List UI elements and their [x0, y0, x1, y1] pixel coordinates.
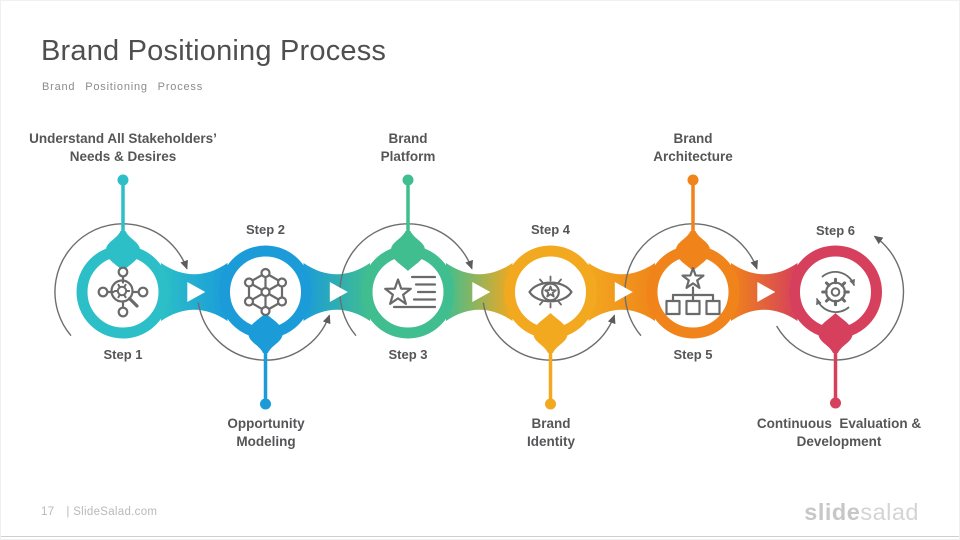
step-5-cycle-arrow [624, 223, 758, 337]
slide-bottom-border [1, 535, 959, 537]
logo-part-2: salad [860, 499, 919, 525]
step-1-cycle-arrow [54, 223, 188, 337]
step-6-cycle-arrow [775, 235, 905, 361]
play-arrow-icon [472, 282, 491, 302]
step-6-label: Continuous Evaluation &Development [756, 416, 922, 449]
step-3-drop [391, 231, 425, 271]
research-magnifier-gear-icon [97, 266, 149, 318]
step-4-dot [545, 398, 556, 410]
step-5-number: Step 5 [673, 347, 713, 362]
footer-site-text: | SlideSalad.com [66, 506, 158, 518]
page-number: 17 [41, 506, 55, 518]
step-5-dot [687, 174, 699, 186]
step-5-drop [676, 231, 710, 271]
play-arrow-icon [614, 282, 633, 302]
step-2-dot [260, 398, 271, 410]
star-list-icon [384, 275, 437, 309]
network-nodes-icon [243, 267, 288, 317]
step-rings-group [76, 245, 882, 339]
step-2-number: Step 2 [245, 222, 285, 237]
step-6-dot [830, 397, 841, 409]
step-1-number: Step 1 [103, 347, 143, 362]
step-3-cycle-arrow [339, 223, 473, 337]
play-arrow-icon [187, 282, 206, 302]
page-title: Brand Positioning Process [41, 35, 387, 67]
play-arrow-icon [329, 282, 348, 302]
cycle-arrows-group [54, 223, 905, 361]
step-4-drop [533, 313, 568, 353]
step-4-cycle-arrow [482, 302, 616, 361]
step-4-number: Step 4 [530, 222, 570, 237]
step-1-label: Understand All Stakeholders’Needs & Desi… [29, 131, 217, 164]
step-1-dot [117, 174, 129, 186]
step-2-drop [248, 313, 283, 353]
step-3-number: Step 3 [388, 347, 428, 362]
step-3-dot [402, 174, 414, 186]
callout-stems-group [106, 174, 853, 410]
hierarchy-star-icon [665, 266, 721, 316]
step-2-cycle-arrow [197, 302, 331, 361]
play-arrow-icon [757, 282, 776, 302]
gear-cycle-icon [816, 271, 855, 313]
eye-star-icon [528, 275, 573, 309]
footer: 17 | SlideSalad.com [41, 506, 157, 518]
step-1-drop [106, 231, 140, 271]
page-subtitle: Brand Positioning Process [42, 81, 204, 93]
step-6-number: Step 6 [815, 223, 855, 238]
logo-part-1: slide [804, 499, 861, 525]
slidesalad-logo: slidesalad [804, 499, 919, 526]
connector-play-arrows [187, 282, 776, 302]
step-6-drop [818, 313, 853, 353]
